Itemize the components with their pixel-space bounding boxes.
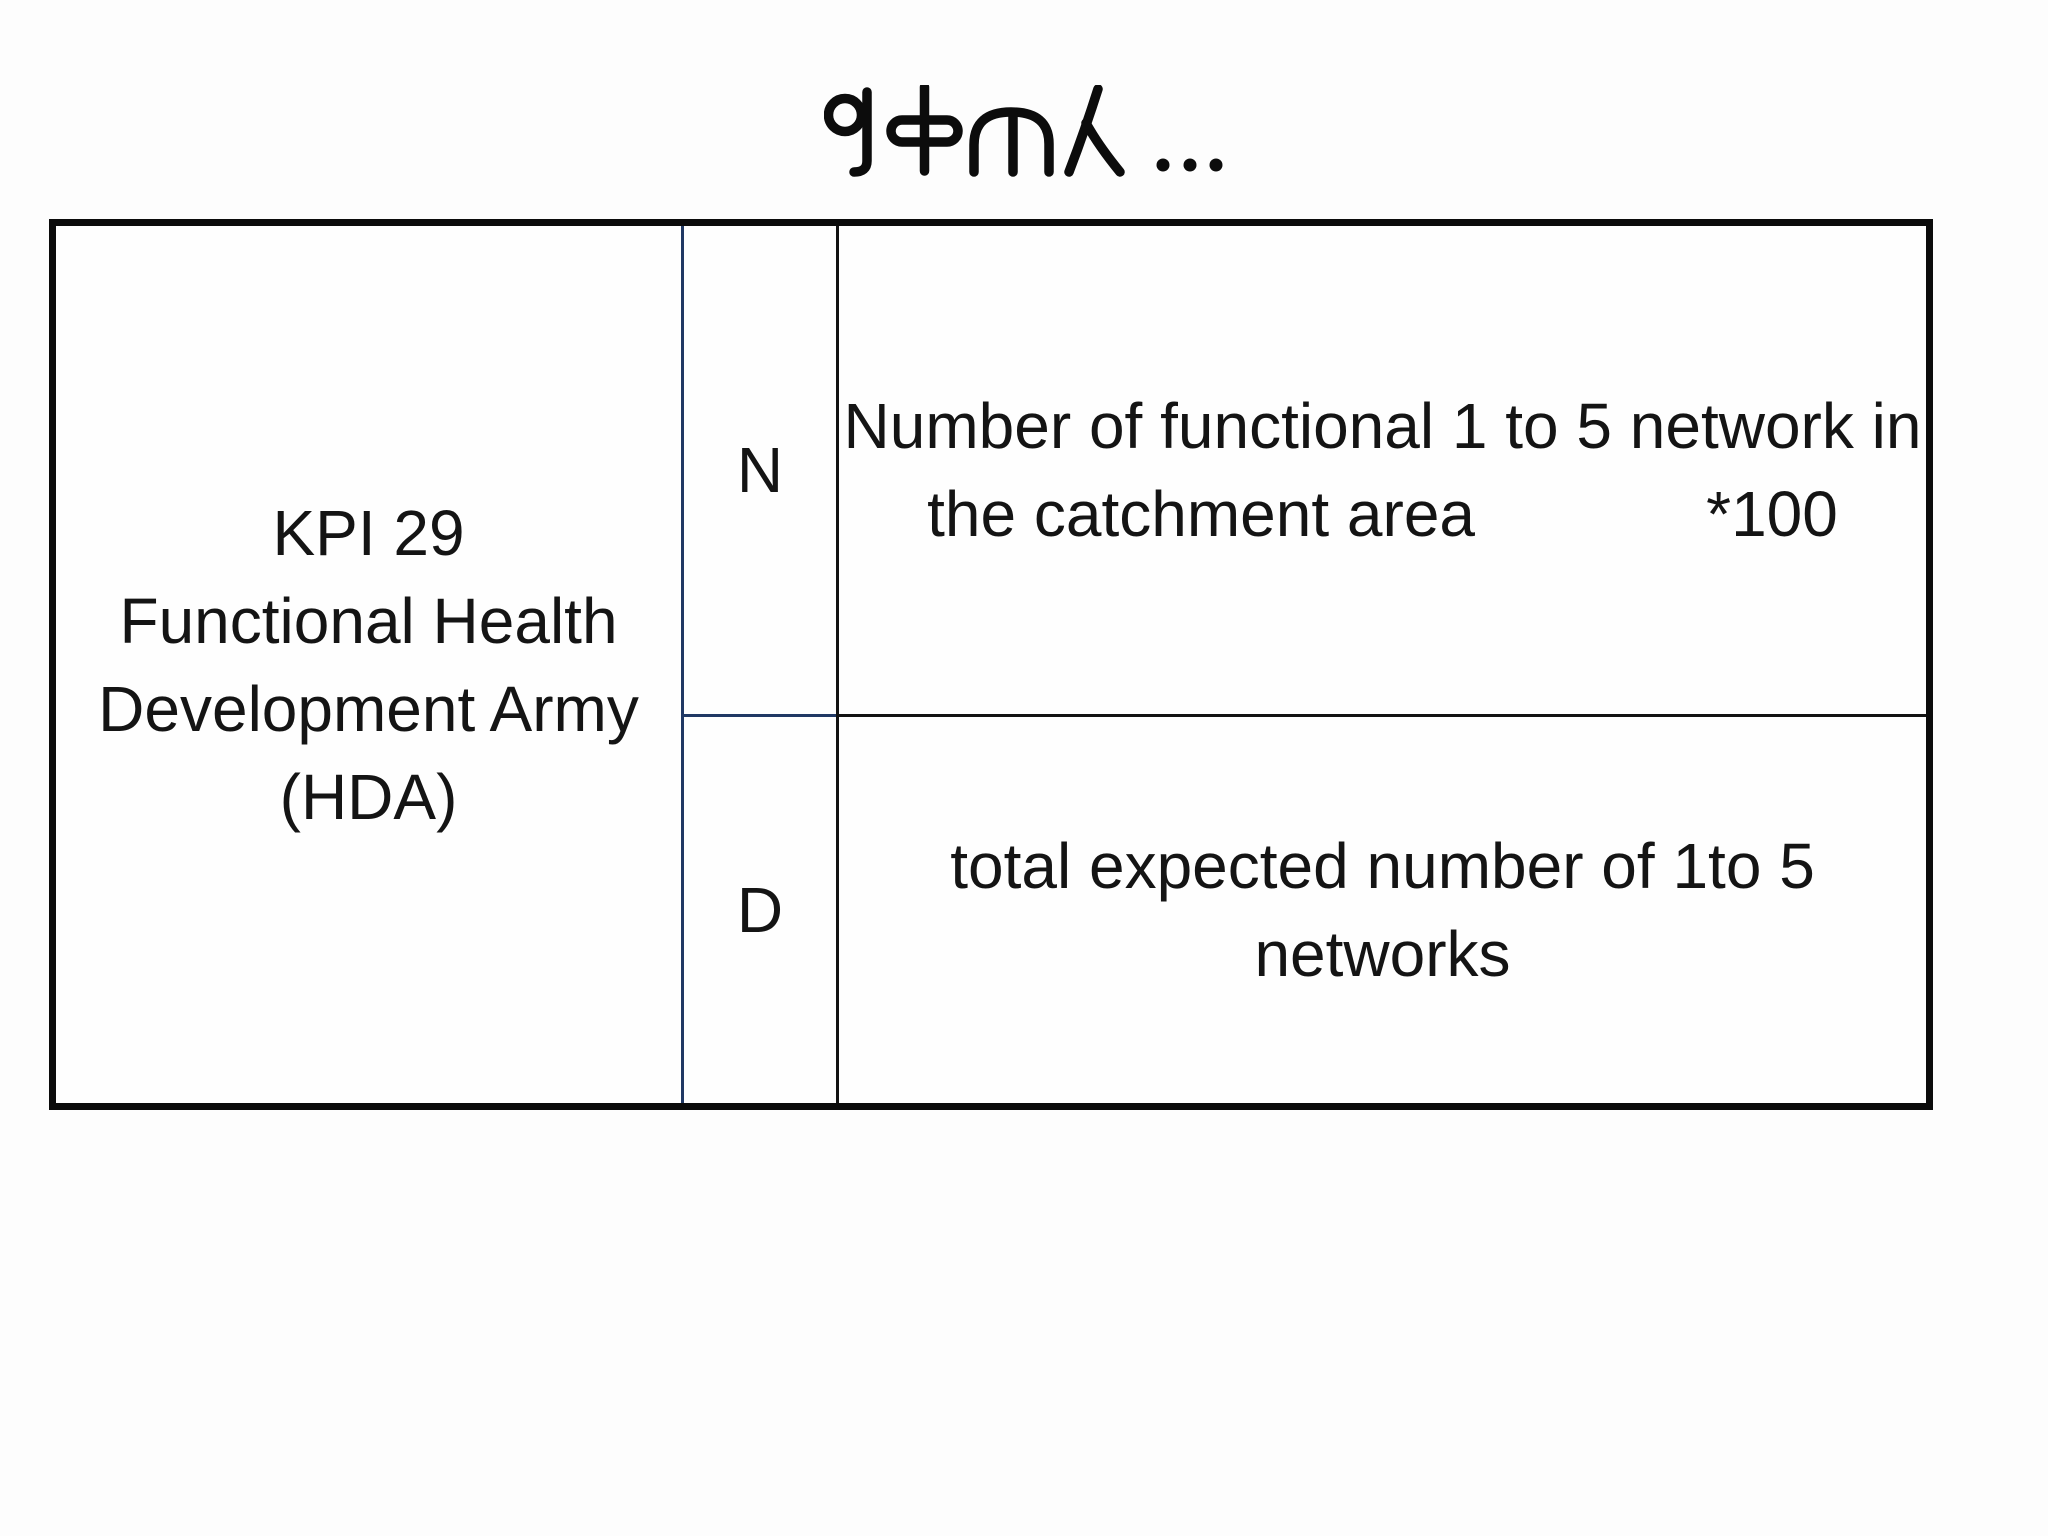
kpi-line: KPI 29 <box>272 496 465 569</box>
description-line: the catchment area *100 <box>927 478 1838 550</box>
kpi-line: Functional Health <box>119 584 618 657</box>
table-divider-vertical-black <box>836 226 839 1103</box>
table-divider-horizontal-navy <box>681 714 839 717</box>
slide-title-glyphs <box>824 85 1223 177</box>
ellipsis-dots <box>1156 158 1223 172</box>
glyph-le <box>1064 85 1125 177</box>
slide-title: የቀጠለ … <box>0 85 2048 177</box>
denominator-label-cell: D <box>736 874 784 946</box>
table-divider-horizontal-black <box>839 714 1926 717</box>
description-line: Number of functional 1 to 5 network in <box>843 390 1922 462</box>
denominator-description-cell: total expected number of 1to 5 networks <box>839 717 1926 1103</box>
kpi-table: KPI 29 Functional Health Development Arm… <box>49 219 1933 1110</box>
description-line: total expected number of 1to 5 <box>950 830 1815 902</box>
kpi-line: (HDA) <box>279 760 458 833</box>
numerator-label-cell: N <box>736 434 784 506</box>
kpi-line: Development Army <box>98 672 639 745</box>
description-line: networks <box>1254 918 1511 990</box>
table-divider-vertical-navy <box>681 226 684 1103</box>
glyph-ye <box>824 87 872 177</box>
glyph-tse <box>969 107 1054 177</box>
glyph-qe <box>886 85 963 176</box>
kpi-cell: KPI 29 Functional Health Development Arm… <box>56 226 681 1103</box>
numerator-description-cell: Number of functional 1 to 5 network in t… <box>839 226 1926 714</box>
